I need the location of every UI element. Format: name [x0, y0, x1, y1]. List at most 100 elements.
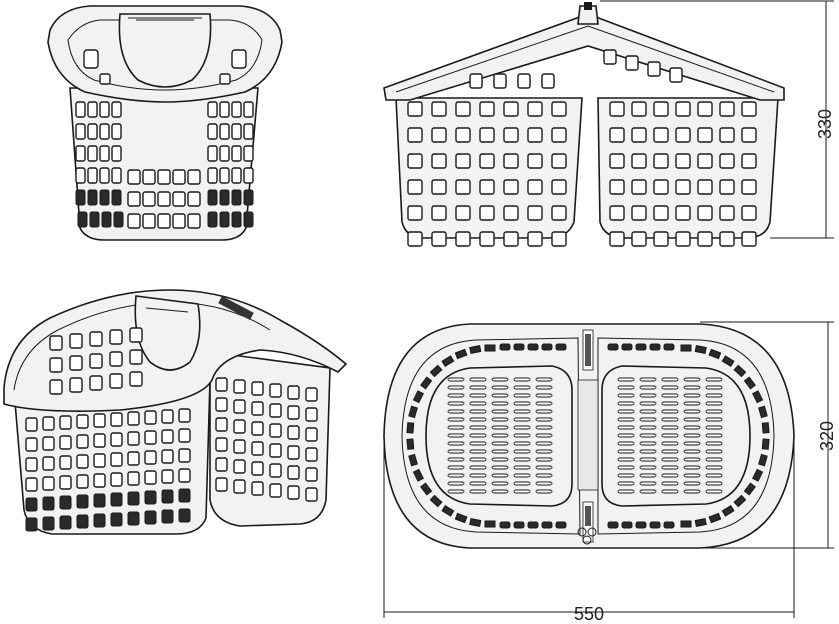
base-slot	[513, 401, 531, 406]
iso-hole	[59, 515, 72, 530]
base-slot	[661, 481, 679, 486]
base-slot	[513, 473, 531, 478]
rim-slot	[721, 355, 735, 368]
rim-slot	[743, 482, 756, 496]
base-slot	[491, 377, 509, 382]
rim-slot	[499, 521, 511, 529]
rim-slot	[649, 343, 661, 351]
isometric-view	[3, 289, 348, 535]
base-slot	[705, 481, 723, 486]
iso-hole	[25, 457, 38, 472]
iso-hole	[305, 487, 318, 502]
side-hole	[111, 189, 122, 206]
side-hole	[187, 213, 201, 229]
front-hole	[603, 49, 617, 65]
side-hole	[87, 101, 98, 118]
iso-hole	[305, 387, 318, 402]
top-view-base-slots	[447, 377, 723, 494]
side-hole	[157, 191, 171, 207]
rim-slot	[541, 343, 553, 351]
base-slot	[469, 449, 487, 454]
iso-hole	[269, 383, 282, 398]
iso-hole	[287, 385, 300, 400]
iso-hole	[178, 488, 191, 503]
rim-slot	[607, 343, 619, 351]
front-hole	[479, 205, 495, 221]
base-slot	[447, 385, 465, 390]
base-slot	[617, 481, 635, 486]
base-slot	[639, 409, 657, 414]
base-slot	[491, 457, 509, 462]
side-hole	[231, 145, 242, 162]
iso-hole	[89, 331, 103, 347]
iso-hole	[161, 469, 174, 484]
front-hole	[653, 179, 669, 195]
rim-slot	[708, 348, 722, 360]
front-hole	[527, 205, 543, 221]
front-hole	[719, 127, 735, 143]
base-slot	[639, 425, 657, 430]
iso-hole	[269, 423, 282, 438]
base-slot	[683, 417, 701, 422]
side-hole	[219, 101, 230, 118]
iso-hole	[215, 397, 228, 412]
base-slot	[639, 489, 657, 494]
base-slot	[513, 441, 531, 446]
side-view-holes	[75, 101, 254, 229]
rim-slot	[555, 343, 567, 351]
side-hole	[243, 189, 254, 206]
iso-hole	[127, 511, 140, 526]
base-slot	[513, 409, 531, 414]
side-hole	[219, 211, 230, 228]
base-slot	[447, 465, 465, 470]
iso-hole	[49, 357, 63, 373]
front-hole	[653, 231, 669, 247]
iso-hole	[25, 417, 38, 432]
base-slot	[491, 417, 509, 422]
base-slot	[447, 425, 465, 430]
front-hole	[669, 67, 683, 83]
rim-slot	[420, 376, 433, 390]
rim-slot	[758, 453, 768, 467]
iso-hole	[144, 510, 157, 525]
iso-hole	[178, 508, 191, 523]
iso-hole	[42, 516, 55, 531]
base-slot	[513, 425, 531, 430]
iso-hole	[69, 355, 83, 371]
front-hole	[503, 205, 519, 221]
iso-hole	[144, 450, 157, 465]
front-view	[383, 2, 785, 247]
base-slot	[617, 465, 635, 470]
base-slot	[535, 393, 553, 398]
side-hole	[75, 101, 86, 118]
front-hole	[431, 153, 447, 169]
side-hole	[75, 123, 86, 140]
base-slot	[535, 457, 553, 462]
base-slot	[705, 401, 723, 406]
base-slot	[469, 425, 487, 430]
rim-slot	[406, 422, 415, 434]
side-hole	[231, 167, 242, 184]
side-hole	[113, 211, 124, 228]
base-slot	[617, 409, 635, 414]
side-hole	[99, 167, 110, 184]
iso-hole	[215, 377, 228, 392]
rim-slot	[406, 438, 415, 450]
iso-hole	[42, 436, 55, 451]
base-slot	[469, 465, 487, 470]
base-slot	[617, 425, 635, 430]
front-hole	[625, 55, 639, 71]
base-slot	[661, 433, 679, 438]
base-slot	[491, 449, 509, 454]
iso-hole	[110, 412, 123, 427]
base-slot	[469, 385, 487, 390]
base-slot	[469, 393, 487, 398]
rim-slot	[469, 518, 482, 527]
rim-slot	[408, 453, 418, 467]
iso-hole	[110, 472, 123, 487]
base-slot	[447, 449, 465, 454]
front-hole	[719, 153, 735, 169]
base-slot	[661, 465, 679, 470]
rim-slot	[412, 468, 424, 482]
side-hole	[219, 145, 230, 162]
